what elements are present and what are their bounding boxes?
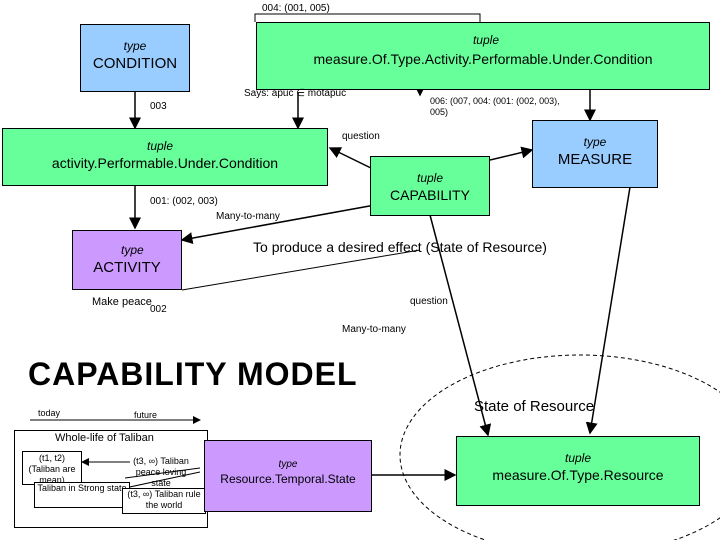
arrow-capability-to-resource xyxy=(429,214,492,437)
header-id-label: 004: (001, 005) xyxy=(262,3,330,14)
measure-of-type-resource-node[interactable]: tuple measure.Of.Type.Resource xyxy=(456,436,700,506)
activity-kind: type xyxy=(121,243,144,257)
id-002-label: 002 xyxy=(150,304,167,315)
timeline-arrow-3 xyxy=(124,471,201,489)
measure-of-type-apuc-node[interactable]: tuple measure.Of.Type.Activity.Performab… xyxy=(256,22,710,90)
measure-node[interactable]: type MEASURE xyxy=(532,120,658,188)
question-bottom-label: question xyxy=(410,296,448,307)
condition-kind: type xyxy=(123,39,147,53)
state-of-resource-ellipse xyxy=(399,354,720,540)
desired-effect-label: To produce a desired effect (State of Re… xyxy=(253,239,547,255)
measure-kind: type xyxy=(583,135,607,149)
apuc-node[interactable]: tuple activity.Performable.Under.Conditi… xyxy=(2,128,328,186)
capability-node[interactable]: tuple CAPABILITY xyxy=(370,156,490,216)
rts-name: Resource.Temporal.State xyxy=(220,472,356,486)
rts-kind: type xyxy=(278,459,298,470)
question-top-label: question xyxy=(342,131,380,142)
model-title: CAPABILITY MODEL xyxy=(28,356,358,392)
id-003-label: 003 xyxy=(150,101,167,112)
state-t1t2: (t1, t2) (Taliban are mean) xyxy=(22,451,82,485)
arrow-capability-to-apuc xyxy=(328,147,376,171)
state-t3-rule: (t3, ∞) Taliban rule the world xyxy=(122,488,206,514)
condition-name: CONDITION xyxy=(92,55,178,72)
capability-kind: tuple xyxy=(416,171,444,185)
apuc-kind: tuple xyxy=(147,139,174,153)
timeline-future: future xyxy=(134,410,158,420)
state-t3-peace: (t3, ∞) Taliban peace loving state xyxy=(133,456,189,488)
arrow-measure-to-motr xyxy=(585,186,631,435)
resource-temporal-state-node[interactable]: type Resource.Temporal.State xyxy=(204,440,372,512)
id-bracket-top xyxy=(254,13,481,22)
says-label: Says: apuc ∈ motapuc xyxy=(244,88,347,99)
capability-name: CAPABILITY xyxy=(390,187,470,203)
activity-node[interactable]: type ACTIVITY xyxy=(72,230,182,290)
timeline-arrow-2 xyxy=(124,467,201,479)
id-001-label: 001: (002, 003) xyxy=(150,196,218,207)
arrow-capability-to-activity xyxy=(180,204,376,245)
motr-kind: tuple xyxy=(564,451,592,465)
arrow-capability-to-measure xyxy=(489,146,534,161)
make-peace-label: Make peace xyxy=(92,296,152,308)
line-activity-to-effect xyxy=(181,249,421,291)
state-of-resource-label: State of Resource xyxy=(474,398,595,415)
motapuc-name: measure.Of.Type.Activity.Performable.Und… xyxy=(313,51,653,67)
condition-node[interactable]: type CONDITION xyxy=(80,24,190,92)
activity-name: ACTIVITY xyxy=(93,259,161,276)
many-to-many-bottom-label: Many-to-many xyxy=(342,324,406,335)
measure-name: MEASURE xyxy=(557,151,633,168)
id-006-label: 006: (007, 004: (001: (002, 003), 005) xyxy=(430,96,560,117)
state-strong: Taliban in Strong state xyxy=(34,482,130,508)
timeline-today: today xyxy=(38,408,61,418)
motapuc-kind: tuple xyxy=(472,33,499,47)
apuc-name: activity.Performable.Under.Condition xyxy=(51,155,279,171)
many-to-many-top-label: Many-to-many xyxy=(216,211,280,222)
motr-name: measure.Of.Type.Resource xyxy=(492,467,664,483)
whole-life-label: Whole-life of Taliban xyxy=(55,432,154,444)
